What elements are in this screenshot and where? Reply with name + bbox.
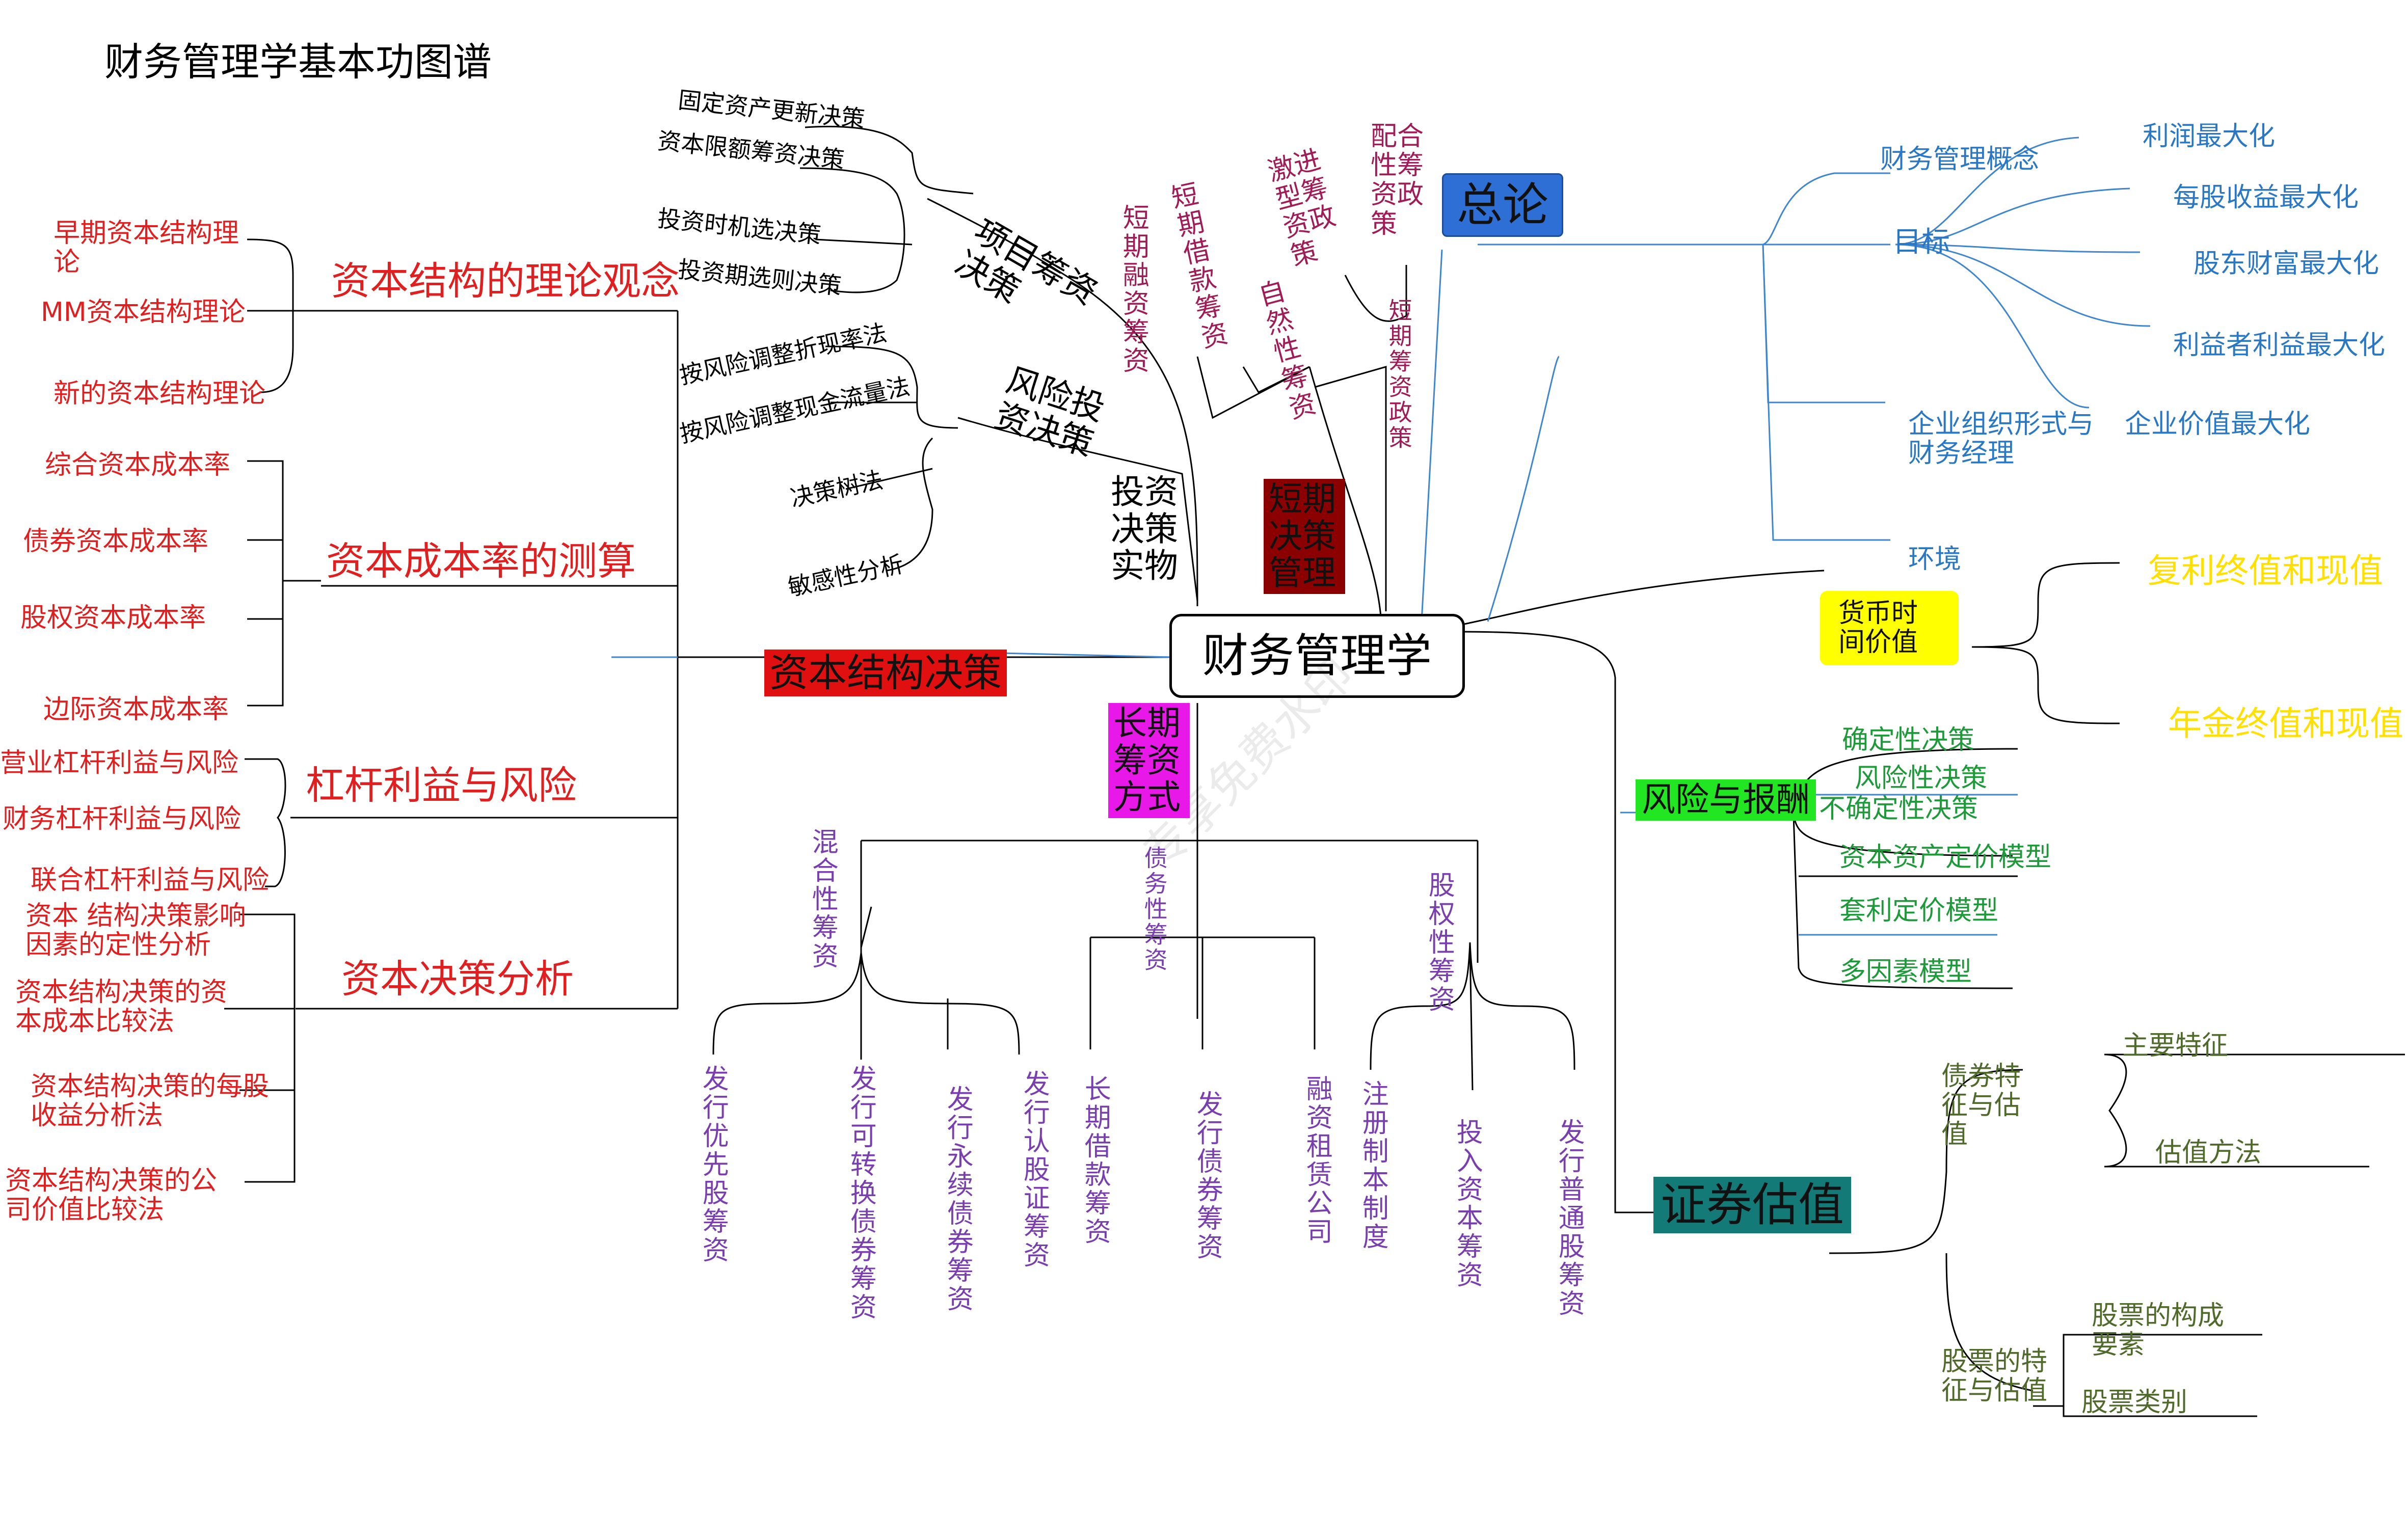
cost-item: 综合资本成本率: [45, 450, 231, 480]
overview-concept: 财务管理概念: [1880, 144, 2040, 175]
overview-title: 总论: [1442, 173, 1563, 237]
mixed-item: 发行优先股筹资: [698, 1065, 729, 1264]
theory-item: 新的资本结构理论: [54, 379, 266, 409]
short-term-item: 配合性筹资政策: [1371, 121, 1424, 239]
mixed-item: 发行认股证筹资: [1019, 1070, 1050, 1269]
equity-item: 注册制本制度: [1357, 1080, 1388, 1251]
bond-item: 估值方法: [2155, 1138, 2262, 1168]
short-term-title: 短期决策管理: [1264, 479, 1345, 594]
goal-item: 企业价值最大化: [2125, 409, 2311, 440]
equity-item: 投入资本筹资: [1452, 1118, 1483, 1289]
long-term-title: 长期筹资方式: [1108, 703, 1190, 818]
decision-item: 资本结构决策的公司价值比较法: [5, 1166, 218, 1226]
bond-title: 债券特征与估值: [1941, 1061, 2021, 1150]
leverage-item: 财务杠杆利益与风险: [3, 804, 242, 834]
time-value-title: 货币时间价值: [1820, 591, 1959, 666]
theory-item: MM资本结构理论: [41, 297, 246, 328]
decision-item: 资本 结构决策影响因素的定性分析: [25, 901, 246, 961]
mixed-item: 发行永续债券筹资: [942, 1085, 973, 1313]
debt-item: 发行债券筹资: [1192, 1090, 1223, 1261]
risk-return-item: 确定性决策: [1842, 725, 1975, 755]
short-term-item: 短期融资筹资: [1118, 204, 1149, 375]
stock-title: 股票的特征与估值: [1941, 1346, 2048, 1407]
debt-title: 债务性筹资: [1140, 846, 1168, 973]
risk-return-item: 套利定价模型: [1839, 896, 1999, 926]
leverage-item: 联合杠杆利益与风险: [31, 865, 270, 896]
mixed-title: 混合性筹资: [807, 828, 838, 970]
overview-org: 企业组织形式与财务经理: [1908, 409, 2094, 469]
goal-item: 利益者利益最大化: [2173, 330, 2386, 361]
overview-env: 环境: [1908, 544, 1962, 575]
goal-item: 股东财富最大化: [2194, 249, 2379, 279]
debt-item: 融资租赁公司: [1301, 1075, 1332, 1246]
theory-item: 早期资本结构理论: [54, 218, 239, 278]
valuation-title: 证券估值: [1653, 1177, 1851, 1233]
goal-item: 每股收益最大化: [2173, 182, 2359, 213]
center-node: 财务管理学: [1169, 614, 1465, 698]
cost-item: 债券资本成本率: [23, 526, 209, 557]
cost-item: 股权资本成本率: [20, 603, 206, 633]
overview-goal: 目标: [1893, 226, 1950, 259]
cost-item: 边际资本成本率: [43, 694, 229, 725]
decision-analysis-title: 资本决策分析: [341, 956, 574, 1002]
risk-return-item: 资本资产定价模型: [1839, 842, 2052, 873]
time-value-item: 年金终值和现值: [2168, 704, 2403, 743]
risk-return-item: 不确定性决策: [1819, 794, 1978, 824]
investment-practice: 投资决策实物: [1111, 472, 1178, 586]
risk-return-item: 多因素模型: [1839, 957, 1972, 987]
decision-item: 资本结构决策的资本成本比较法: [15, 977, 228, 1037]
equity-item: 发行普通股筹资: [1554, 1118, 1585, 1318]
bond-item: 主要特征: [2122, 1031, 2229, 1061]
short-term-item: 短期筹资政策: [1385, 298, 1413, 451]
risk-return-item: 风险性决策: [1855, 763, 1988, 794]
cost-of-capital-title: 资本成本率的测算: [326, 538, 636, 584]
goal-item: 利润最大化: [2143, 121, 2276, 152]
page-title: 财务管理学基本功图谱: [104, 39, 492, 85]
leverage-title: 杠杆利益与风险: [306, 763, 577, 808]
risk-return-title: 风险与报酬: [1636, 779, 1816, 821]
debt-item: 长期借款筹资: [1080, 1075, 1111, 1246]
decision-item: 资本结构决策的每股收益分析法: [31, 1071, 270, 1131]
time-value-item: 复利终值和现值: [2148, 551, 2383, 590]
equity-title: 股权性筹资: [1424, 871, 1455, 1014]
stock-item: 股票的构成要素: [2092, 1301, 2225, 1361]
theory-view-title: 资本结构的理论观念: [331, 258, 680, 304]
stock-item: 股票类别: [2081, 1387, 2188, 1418]
mixed-item: 发行可转换债券筹资: [845, 1065, 876, 1321]
capital-structure-decision: 资本结构决策: [764, 650, 1007, 696]
leverage-item: 营业杠杆利益与风险: [0, 748, 239, 778]
